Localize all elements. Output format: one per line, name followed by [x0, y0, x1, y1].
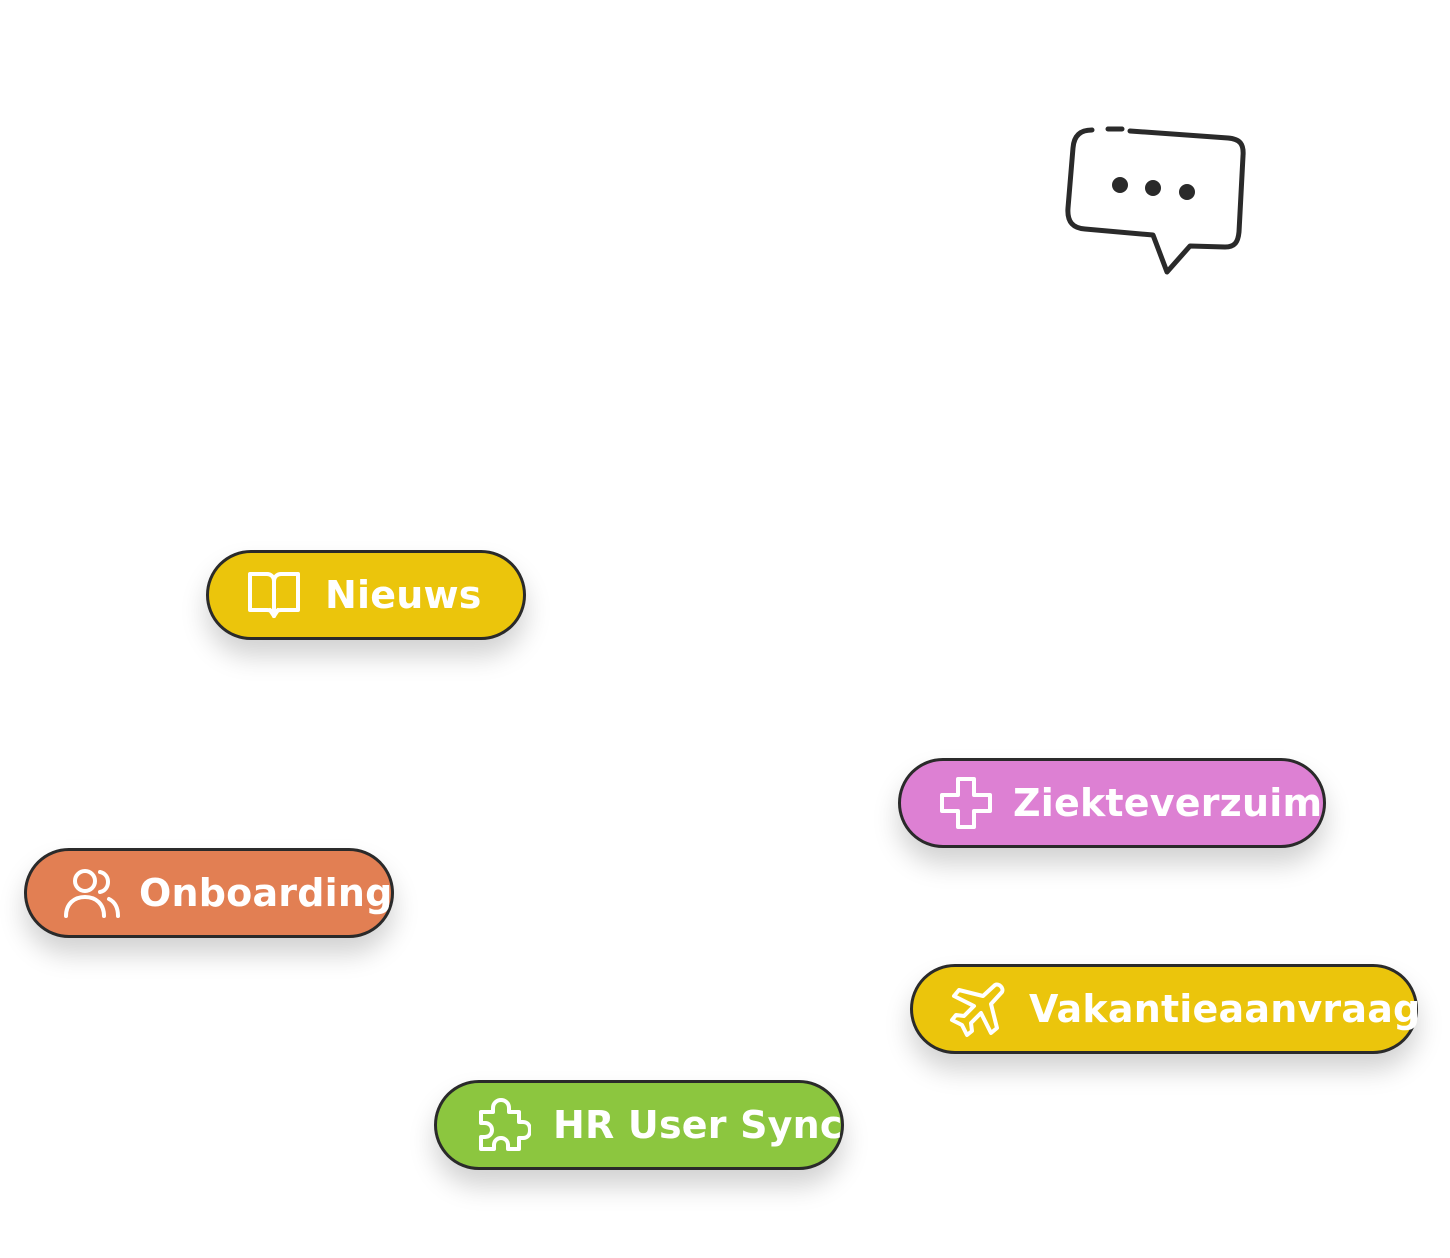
- pill-label: Onboarding: [139, 871, 393, 915]
- pill-label: Nieuws: [325, 573, 482, 617]
- pill-label: Ziekteverzuim: [1013, 781, 1323, 825]
- users-icon: [63, 864, 121, 922]
- pill-hr-user-sync[interactable]: HR User Sync: [434, 1080, 844, 1170]
- pill-onboarding[interactable]: Onboarding: [24, 848, 394, 938]
- pill-nieuws[interactable]: Nieuws: [206, 550, 526, 640]
- medical-cross-icon: [937, 774, 995, 832]
- open-book-icon: [245, 566, 303, 624]
- pill-label: HR User Sync: [553, 1103, 843, 1147]
- pill-label: Vakantieaanvraag: [1029, 987, 1421, 1031]
- pill-ziekteverzuim[interactable]: Ziekteverzuim: [898, 758, 1326, 848]
- airplane-icon: [949, 980, 1007, 1038]
- chat-bubble-ellipsis-icon: [1060, 118, 1255, 288]
- puzzle-piece-icon: [473, 1096, 531, 1154]
- pill-vakantieaanvraag[interactable]: Vakantieaanvraag: [910, 964, 1421, 1054]
